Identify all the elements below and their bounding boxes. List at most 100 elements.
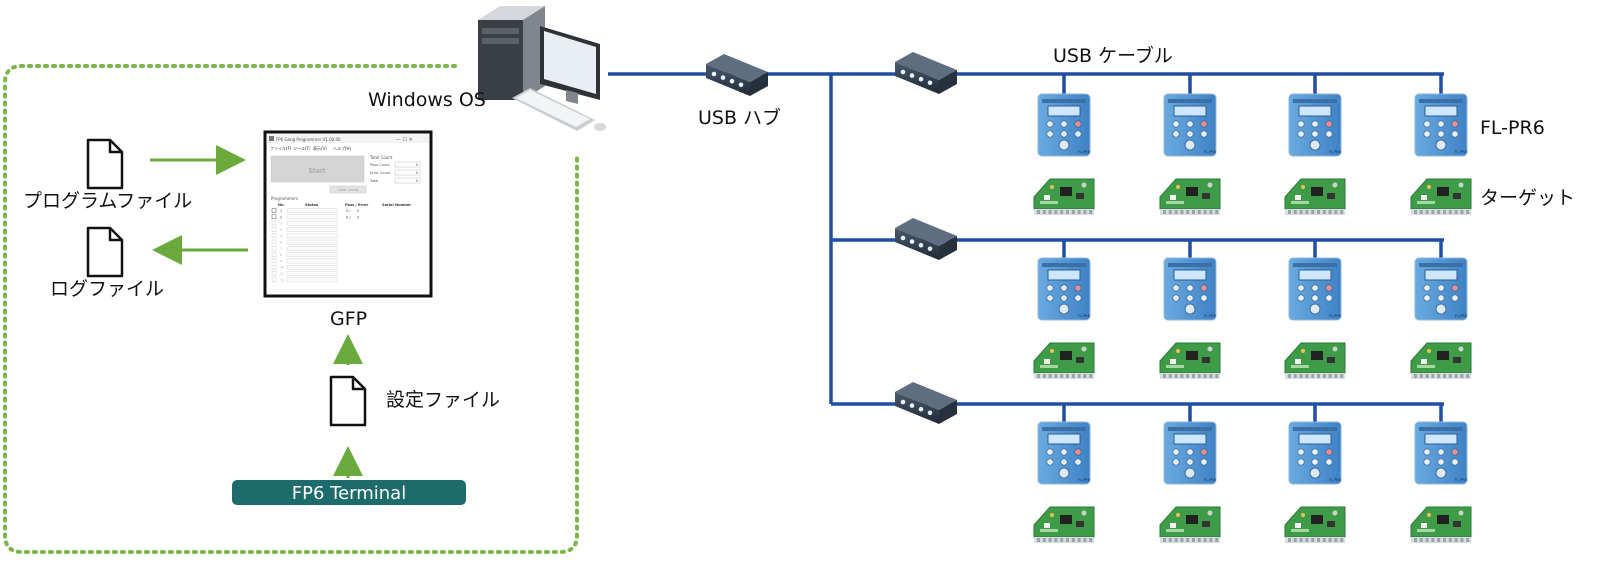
fp6-terminal-label: FP6 Terminal [292,483,406,504]
gfp-row-number: 12 [280,278,284,282]
target-label: ターゲット [1480,187,1575,209]
fl-pr6-programmer: FL-PR6 [1288,93,1342,157]
fl-pr6-programmer: FL-PR6 [1037,257,1091,321]
device-badge: FL-PR6 [1078,314,1090,318]
gfp-row-checkbox[interactable] [271,264,277,270]
log-file-label: ログファイル [50,278,164,300]
gfp-row-status [286,271,338,276]
program-file-icon [86,138,124,190]
gfp-row-error: 0 [357,215,359,219]
gfp-row-checkbox[interactable] [271,277,277,283]
gfp-menu-item[interactable]: 表示(V) [313,145,327,151]
target-board [1033,506,1095,543]
gfp-row-number: 2 [280,215,282,219]
gfp-count-label: Pass Count [370,163,390,167]
fl-pr6-programmer: FL-PR6 [1288,257,1342,321]
gfp-start-label: Start [308,167,325,175]
gfp-clear-count-label: Clear Count [338,188,359,192]
gfp-row-number: 4 [280,228,282,232]
gfp-row-number: 1 [280,209,282,213]
gfp-row-number: 11 [280,272,284,276]
gfp-row-checkbox[interactable] [271,208,277,213]
usb-hub [706,54,768,96]
gfp-start-button[interactable] [270,155,365,183]
gfp-column-header: Pass / Error [345,203,369,207]
gfp-menu-item[interactable]: ツール(T) [293,146,311,151]
fl-pr6-programmer: FL-PR6 [1163,257,1217,321]
gfp-row-status [286,265,338,270]
target-board [1159,506,1221,543]
log-file-icon [86,226,124,278]
device-badge: FL-PR6 [1329,314,1341,318]
gfp-label: GFP [330,308,367,330]
gfp-count-value: 0 [416,171,418,175]
target-board [1410,506,1472,543]
device-badge: FL-PR6 [1455,478,1467,482]
gfp-row-checkbox[interactable] [271,252,277,257]
gfp-row-checkbox[interactable] [271,271,277,276]
gfp-count-field [394,177,421,184]
gfp-column-header: Serial Number [382,203,411,207]
gfp-row-checkbox[interactable] [271,233,277,238]
gfp-row-checkbox[interactable] [271,227,277,232]
fl-pr6-programmer: FL-PR6 [1037,421,1091,485]
target-board [1159,178,1221,215]
usb-hub [895,382,957,424]
gfp-row-checkbox[interactable] [271,246,277,251]
gfp-row-number: 7 [280,247,282,251]
target-board [1033,342,1095,379]
gfp-column-header: Status [305,203,318,207]
gfp-row-number: 6 [280,241,282,245]
gfp-row-pass: 0 / [346,215,351,219]
gfp-row-checkbox[interactable] [271,220,277,226]
fl-pr6-programmer: FL-PR6 [1163,421,1217,485]
gfp-row-number: 3 [280,222,282,226]
usb-cable-label: USB ケーブル [1053,44,1173,67]
gfp-count-field [394,169,421,176]
gfp-menu-item[interactable]: ファイル(F) [270,146,292,151]
gfp-count-label: Total [369,179,378,183]
pc-group-boundary [3,64,579,554]
gfp-row-status [286,208,338,213]
gfp-row-status [286,277,338,283]
gfp-column-header: No. [278,203,285,207]
gfp-row-status [286,227,338,232]
target-board [1284,178,1346,215]
fp6-terminal-box [232,480,466,505]
target-board [1159,342,1221,379]
gfp-row-checkbox[interactable] [271,258,277,264]
program-file-label: プログラムファイル [23,190,192,212]
gfp-count-value: 0 [416,163,418,167]
usb-hub [895,52,957,94]
gfp-row-checkbox[interactable] [271,239,277,245]
device-badge: FL-PR6 [1329,150,1341,154]
fl-pr6-programmer: FL-PR6 [1414,257,1468,321]
device-badge: FL-PR6 [1204,150,1216,154]
gfp-programmers-heading: Programmers [271,196,298,201]
gfp-row-checkbox[interactable] [271,214,277,220]
data-flow-arrows [150,145,363,478]
gfp-count-value: 0 [416,179,418,183]
usb-hub-label: USB ハブ [698,106,781,129]
gfp-row-error: 0 [357,209,359,213]
gfp-row-status [286,239,338,245]
target-board [1410,178,1472,215]
gfp-window-title: FP6 Gang Programmer V1.00.00 [276,137,341,142]
gfp-row-status [286,252,338,258]
gfp-clear-count-button[interactable] [329,185,367,194]
pc-label: Windows OS [368,89,486,111]
settings-file-label: 設定ファイル [386,389,500,411]
gfp-row-status [286,233,338,239]
gfp-row-status [286,258,338,264]
gfp-row-number: 10 [280,266,284,270]
device-badge: FL-PR6 [1078,478,1090,482]
windows-pc [478,6,606,131]
device-badge: FL-PR6 [1204,478,1216,482]
fl-pr6-programmer: FL-PR6 [1288,421,1342,485]
gfp-menu-item[interactable]: ヘルプ(H) [333,145,352,151]
fl-pr6-programmer: FL-PR6 [1414,93,1468,157]
gfp-row-status [286,220,338,226]
device-badge: FL-PR6 [1204,314,1216,318]
gfp-count-field [394,161,421,168]
fl-pr6-programmer: FL-PR6 [1163,93,1217,157]
